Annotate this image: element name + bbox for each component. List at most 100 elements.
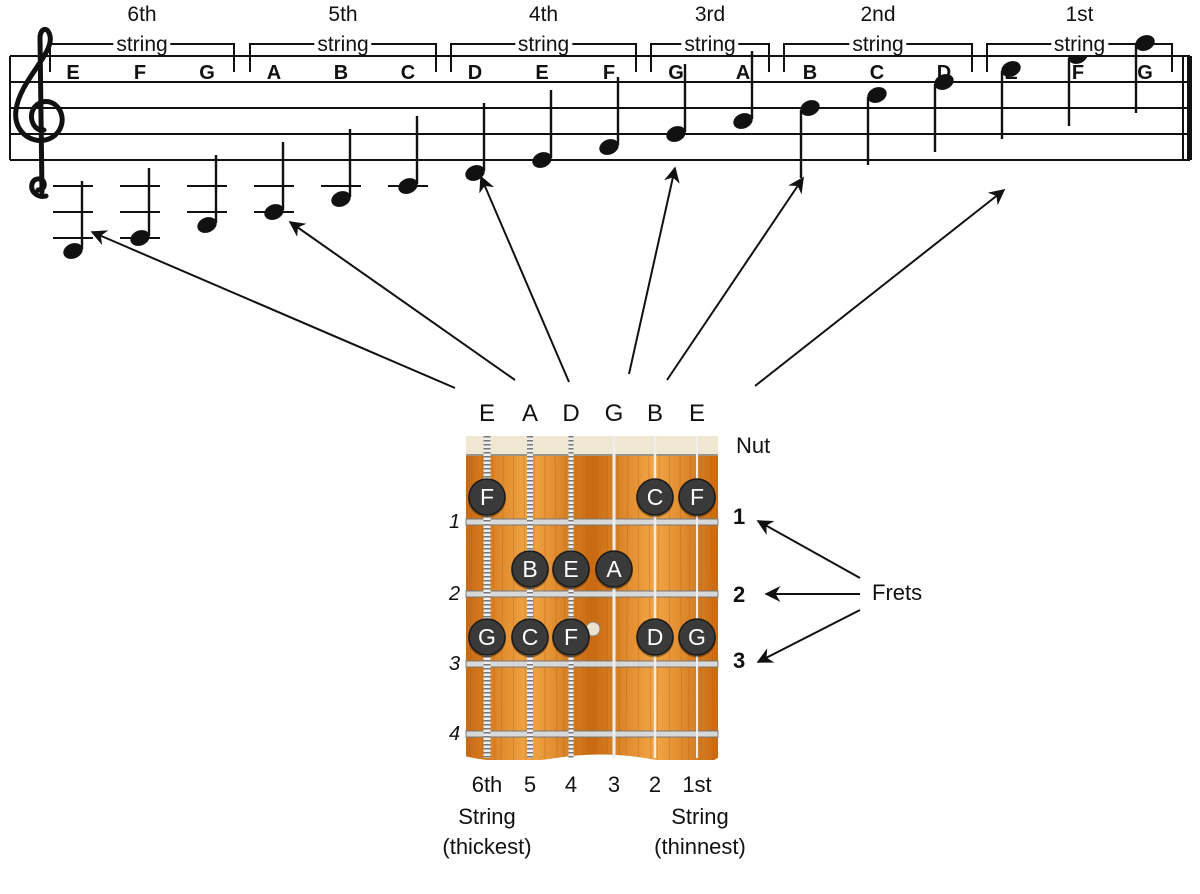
treble-clef [13,27,65,199]
open-string-label: E [688,400,706,427]
note-head [800,100,820,116]
staff-note-g [666,64,687,142]
fret-dot-circle [552,550,590,588]
wood-grain-line [585,454,589,761]
fret-dot-circle [511,550,549,588]
staff-note-label: C [869,62,885,84]
open-string-label: B [646,400,664,427]
note-head [331,191,351,207]
staff-note-label: F [1071,62,1085,84]
staff-thick-bar [1187,56,1192,160]
thickest-string-caption: (thickest) [442,834,532,859]
string-number-label: 1st [682,772,712,797]
fret-dot-c: C [636,478,674,518]
string-number-label: 4 [564,772,578,797]
fret-dot-circle [552,618,590,656]
string-group-ordinal: 2nd [860,3,896,26]
staff-note-e [1000,61,1021,139]
fret-number-left: 1 [449,511,461,533]
wood-grain-line [554,454,558,761]
staff-note-c [388,116,428,194]
string-group-ordinal: 1st [1065,3,1094,26]
fret-dot-circle [468,618,506,656]
staff-note-label: B [802,62,818,84]
staff-note-d [933,74,954,152]
string-to-staff-arrow [479,175,570,383]
staff-note-label: F [133,62,147,84]
fret-dot-note: G [478,624,496,650]
wood-grain-line [679,454,683,761]
fret-dot-note: F [564,624,578,650]
fret-dot-circle [468,478,506,516]
fret-dot-note: G [688,624,706,650]
staff-note-g [187,155,227,233]
note-head [197,217,217,233]
string-to-staff-arrow [666,176,804,381]
wood-grain-line [617,454,621,761]
fret-dot-note: C [522,624,539,650]
string-number-label: 5 [523,772,537,797]
note-head [934,74,954,90]
note-head [130,230,150,246]
fret-dot-circle [678,478,716,516]
wood-grain-line [523,454,527,761]
frets-arrow [756,609,861,663]
fretboard-wood [466,436,718,760]
fret-dot-g: G [468,618,506,658]
staff-note-label: E [535,62,549,84]
string-to-staff-arrow [288,221,516,381]
fret-dot-g: G [678,618,716,658]
wood-grain-line [625,454,629,761]
nut-label: Nut [736,433,771,458]
fret-dot-circle [636,478,674,516]
note-head [599,139,619,155]
staff-note-label: C [400,62,416,84]
staff-note-b [799,100,820,178]
staff-note-label: D [936,62,952,84]
fret-dot-e: E [552,550,590,590]
fret-dot-a: A [595,550,633,590]
fret-number-left: 2 [449,583,461,605]
staff-note-f [120,168,160,246]
fret-dot-c: C [511,618,549,658]
fret-dot-note: D [647,624,664,650]
staff-note-label: G [199,62,215,84]
string-to-staff-arrow [628,166,680,375]
note-head [532,152,552,168]
open-string-label: A [521,400,539,427]
fretboard-torn-edge [464,754,720,780]
fret-dot-circle [595,550,633,588]
staff-note-a [733,51,754,129]
string-number-label: 6th [471,772,503,797]
staff-note-b [321,129,361,207]
staff-note-label: D [467,62,483,84]
fret-dot-circle [511,618,549,656]
note-head [264,204,284,220]
frets-label: Frets [872,580,923,605]
frets-arrow [756,520,861,579]
open-string-label: G [604,400,624,427]
string-group-ordinal: 3rd [694,3,726,26]
string-number-label: 3 [607,772,621,797]
fret-dot-f: F [678,478,716,518]
string-group-ordinal: 4th [528,3,559,26]
staff-note-label: G [668,62,684,84]
staff-note-e [532,90,553,168]
note-head [867,87,887,103]
fret-dot-note: E [563,556,578,582]
fret-wire [465,660,719,668]
fret-dot-note: A [606,556,622,582]
wood-grain-line [563,454,567,761]
open-string-label: E [478,400,496,427]
open-string-label: D [562,400,580,427]
fret-number-right: 3 [733,648,746,673]
staff-note-c [866,87,887,165]
string-group-word: string [314,34,372,55]
note-head [666,126,686,142]
fret-dot-note: B [522,556,537,582]
fret-dot-f: F [468,478,506,518]
fret-dot-note: C [647,484,664,510]
string-group-word: string [113,34,171,55]
